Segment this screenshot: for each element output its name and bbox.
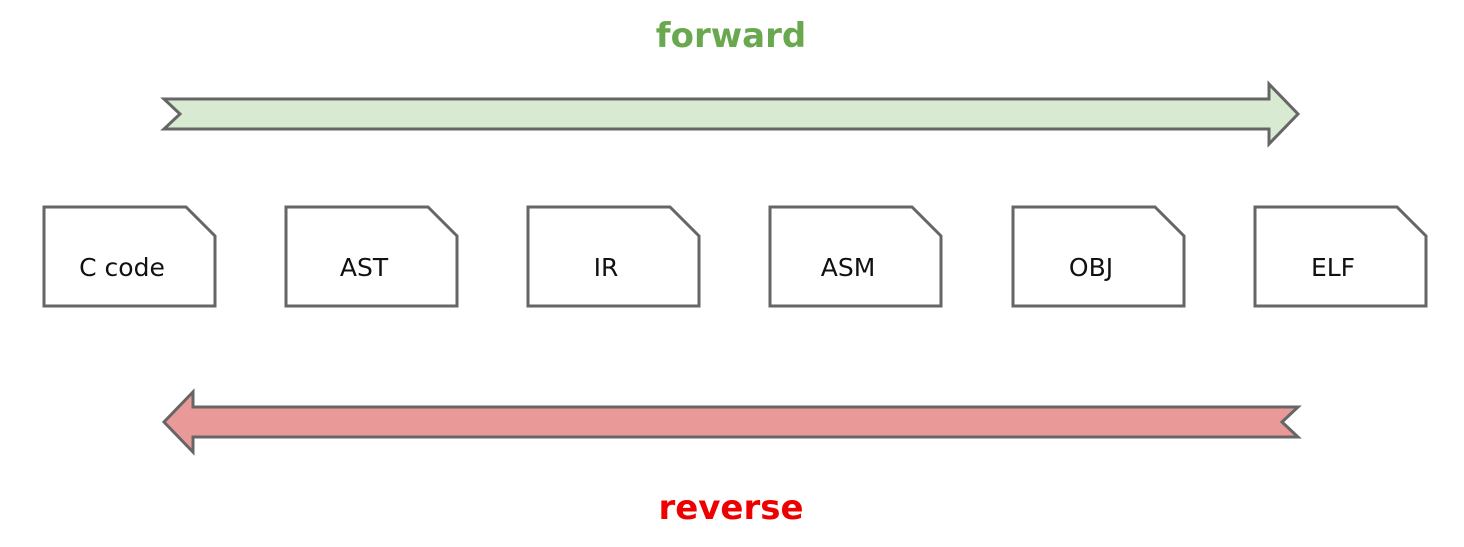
reverse-label: reverse — [658, 488, 803, 528]
stage-label-ir: IR — [594, 253, 619, 282]
stage-doc-obj: OBJ — [1011, 205, 1186, 308]
stage-doc-ir: IR — [526, 205, 701, 308]
stage-doc-asm: ASM — [768, 205, 943, 308]
forward-label: forward — [656, 16, 806, 56]
stage-label-ast: AST — [340, 253, 389, 282]
stage-label-obj: OBJ — [1069, 253, 1113, 282]
stage-doc-elf: ELF — [1253, 205, 1428, 308]
stage-label-c-code: C code — [79, 253, 165, 282]
stage-label-asm: ASM — [821, 253, 876, 282]
stage-doc-c-code: C code — [42, 205, 217, 308]
reverse-arrow — [161, 388, 1302, 456]
stage-doc-ast: AST — [284, 205, 459, 308]
stage-label-elf: ELF — [1311, 253, 1355, 282]
forward-arrow — [160, 80, 1301, 148]
